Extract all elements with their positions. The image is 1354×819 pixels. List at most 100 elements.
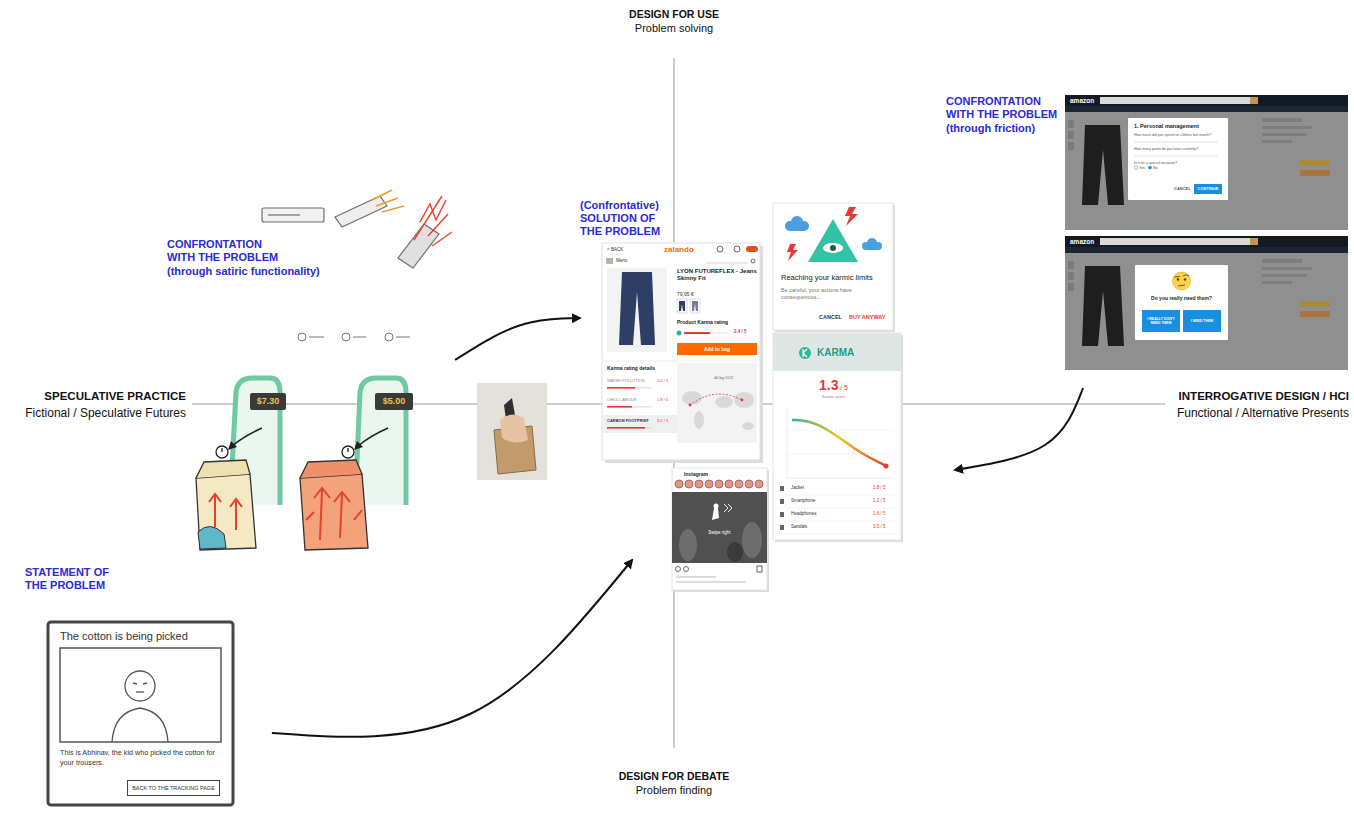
image-frame	[60, 648, 221, 742]
product-image	[607, 268, 667, 352]
swipe-icon	[714, 504, 719, 509]
node-text: Headphones	[791, 511, 817, 516]
cloud	[785, 216, 882, 250]
chart-axis	[787, 408, 893, 478]
thumbnail	[1068, 120, 1074, 150]
thumbnail	[1068, 131, 1074, 139]
thumbnail	[1068, 272, 1074, 280]
app-logo	[799, 347, 811, 359]
eye-triangle	[808, 219, 858, 262]
sketch-arrow	[232, 428, 262, 446]
price-display	[250, 393, 413, 410]
node-text: 1.6 / 5	[873, 511, 886, 516]
node-text: No	[1153, 166, 1158, 170]
page-button	[1300, 160, 1330, 166]
price-label: $7.30	[256, 396, 281, 407]
swipe-icon	[724, 504, 732, 512]
spark-scribble	[372, 190, 452, 246]
sketch-icon	[298, 333, 306, 341]
arrow-scribble	[209, 488, 362, 540]
clock-icon	[347, 448, 348, 452]
lightning	[787, 207, 858, 261]
page-column	[1262, 274, 1307, 277]
node-text: 40 kg CO2	[714, 376, 733, 381]
button: BACK TO THE TRACKING PAGE	[127, 780, 220, 796]
phone-screen	[672, 468, 769, 592]
photo	[477, 383, 547, 480]
node-text: Jacket	[791, 485, 804, 490]
browser-screen	[1065, 95, 1348, 106]
browser-screen	[1100, 97, 1250, 104]
node-text: CANCEL	[1174, 187, 1191, 192]
world-map	[677, 363, 757, 443]
world-map	[694, 411, 704, 429]
thumbnail	[1068, 261, 1074, 269]
row-highlight	[602, 415, 677, 433]
pants	[1082, 266, 1124, 346]
toolbar-icon	[734, 246, 740, 252]
axis-label: DESIGN FOR DEBATE	[619, 770, 730, 783]
face-sketch	[125, 671, 155, 701]
page-button	[1300, 301, 1330, 307]
button-label: I REALLY DON'T NEED THEM	[1144, 317, 1178, 325]
bag-item	[198, 526, 226, 549]
node-text: LYON FUTUREFLEX - Jeans Skinny Fit	[677, 268, 757, 282]
node-text: How many pants do you have currently?	[1134, 147, 1222, 151]
node-text: 1.3	[819, 378, 838, 392]
circle-shape	[150, 300, 420, 570]
menu-icon	[606, 261, 613, 262]
page-column	[1262, 118, 1302, 122]
story-circle	[705, 480, 713, 488]
badge	[746, 246, 758, 252]
node-text: CHILD LABOUR	[607, 398, 637, 403]
thumbnail	[692, 301, 698, 311]
thumbnail	[677, 299, 687, 313]
face-sketch	[112, 671, 168, 742]
card-sketch	[268, 214, 300, 215]
circle-shape	[15, 570, 275, 819]
phone-screen: InstagramSwipe right	[672, 468, 767, 590]
menu-icon	[606, 259, 613, 263]
rating-bar	[607, 387, 652, 429]
browser-screen	[1250, 97, 1258, 104]
emoji	[1173, 272, 1191, 290]
divider	[602, 361, 760, 362]
clock-icon	[221, 448, 222, 452]
world-map	[741, 399, 744, 402]
node-text: Is it for a special occasion?	[1134, 161, 1177, 165]
node-text: KARMA	[817, 347, 854, 359]
node-text: 1.8 / 5	[657, 398, 668, 403]
node-text: Reaching your karmic limits	[781, 273, 887, 282]
node-text: 2.8 / 5	[873, 485, 886, 490]
arrow-scribble	[209, 494, 242, 530]
radio-button	[1148, 166, 1152, 170]
axis-sublabel: Problem solving	[635, 22, 713, 35]
swipe-icon	[712, 504, 719, 521]
story-card	[48, 622, 233, 805]
node-text: 1. Personal management	[1134, 123, 1199, 130]
post-image	[672, 492, 767, 563]
yellow-circle: STATEMENT OF THE PROBLEMThe cotton is be…	[15, 570, 275, 819]
post-icon	[676, 567, 681, 572]
story-circle	[735, 480, 743, 488]
button-label: CONTINUE	[1198, 187, 1219, 192]
input-line	[1134, 142, 1218, 143]
page-button	[1300, 170, 1330, 176]
button: I NEED THEM	[1183, 310, 1221, 332]
clock-icon	[342, 446, 354, 458]
post-icon	[676, 566, 763, 572]
browser-screen: amazonDo you really need them?I REALLY D…	[1065, 236, 1348, 370]
popup-card: Reaching your karmic limitsBe careful, y…	[773, 203, 893, 330]
axis-line	[192, 58, 1165, 748]
axis-sublabel: Fictional / Speculative Futures	[25, 406, 186, 420]
face-sketch	[143, 683, 147, 684]
flow-arrow	[272, 560, 632, 737]
list-icon	[780, 525, 784, 530]
button: I REALLY DON'T NEED THEM	[1142, 310, 1180, 332]
rating-bar	[684, 332, 710, 334]
sketch-icon	[385, 333, 393, 341]
page-column	[1262, 118, 1312, 143]
spark-scribble	[372, 190, 404, 212]
axis-label: SPECULATIVE PRACTICE	[44, 390, 186, 404]
